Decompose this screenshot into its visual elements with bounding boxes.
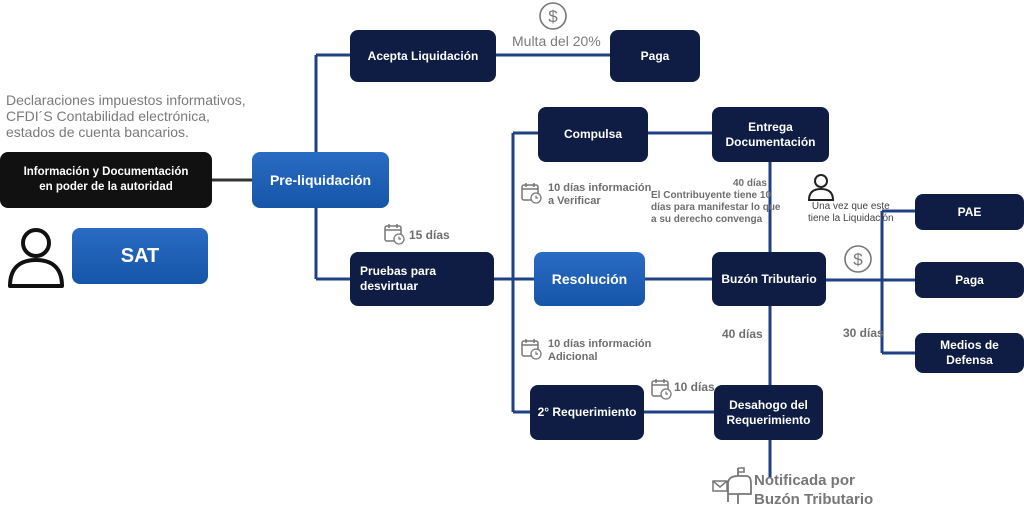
- resolucion-box: Resolución: [534, 252, 645, 306]
- compulsa-box: Compulsa: [538, 107, 648, 162]
- svg-text:$: $: [853, 250, 863, 269]
- calendar-icon: [384, 224, 405, 245]
- medios-defensa-box: Medios de Defensa: [915, 333, 1024, 373]
- pae-box: PAE: [915, 194, 1024, 230]
- pre-liquidacion-label: Pre-liquidación: [269, 171, 372, 188]
- multa-label: Multa del 20%: [512, 33, 601, 49]
- paga-top-box: Paga: [610, 30, 700, 82]
- pruebas-desvirtuar-label: Pruebas para desvirtuar: [360, 264, 437, 293]
- desahogo-requerimiento-label: Desahogo del Requerimiento: [726, 397, 811, 427]
- diez-dias-adicional-label: 10 días información Adicional: [548, 338, 652, 363]
- diez-dias-bottom-label: 10 días: [674, 380, 715, 394]
- calendar-icon: [651, 379, 672, 400]
- acepta-liquidacion-box: Acepta Liquidación: [350, 30, 496, 82]
- pre-liquidacion-box: Pre-liquidación: [252, 152, 389, 208]
- resolucion-label: Resolución: [551, 270, 628, 287]
- sat-box: SAT: [72, 228, 208, 284]
- buzon-tributario-box: Buzón Tributario: [712, 252, 826, 306]
- contribuyente-plazo-label: El Contribuyente tiene 10 días para mani…: [651, 190, 781, 225]
- desahogo-requerimiento-box: Desahogo del Requerimiento: [714, 385, 823, 440]
- paga-right-label: Paga: [955, 272, 984, 287]
- segundo-requerimiento-label: 2° Requerimiento: [537, 405, 637, 419]
- entrega-documentacion-box: Entrega Documentación: [712, 107, 829, 162]
- una-vez-liquidacion-label: Una vez que este tiene la Liquidación: [808, 201, 894, 224]
- info-documentacion-box: Información y Documentación en poder de …: [0, 152, 212, 208]
- info-documentacion-label: Información y Documentación en poder de …: [23, 166, 189, 193]
- svg-text:$: $: [548, 7, 558, 26]
- treinta-dias-label: 30 días: [843, 326, 884, 340]
- person-icon: [807, 174, 835, 201]
- calendar-icon: [521, 183, 542, 204]
- sat-label: SAT: [120, 244, 160, 267]
- mailbox-icon: [712, 467, 752, 504]
- acepta-liquidacion-label: Acepta Liquidación: [367, 48, 479, 63]
- compulsa-label: Compulsa: [563, 127, 622, 141]
- dollar-icon: $: [844, 245, 872, 273]
- pruebas-desvirtuar-box: Pruebas para desvirtuar: [350, 252, 494, 306]
- pae-label: PAE: [957, 204, 982, 219]
- calendar-icon: [521, 339, 542, 360]
- declaraciones-text: Declaraciones impuestos informativos, CF…: [6, 92, 246, 140]
- paga-top-label: Paga: [640, 48, 670, 63]
- notificada-buzon-label: Notificada por Buzón Tributario: [754, 472, 874, 508]
- buzon-tributario-label: Buzón Tributario: [721, 271, 817, 286]
- cuarenta-dias-top-label: 40 días: [733, 178, 767, 189]
- paga-right-box: Paga: [915, 262, 1024, 298]
- cuarenta-dias-mid-label: 40 días: [722, 327, 763, 341]
- medios-defensa-label: Medios de Defensa: [940, 338, 999, 367]
- segundo-requerimiento-box: 2° Requerimiento: [530, 385, 644, 440]
- diez-dias-verificar-label: 10 días información a Verificar: [548, 182, 652, 207]
- person-icon: [8, 228, 64, 288]
- dollar-icon: $: [539, 2, 567, 30]
- entrega-documentacion-label: Entrega Documentación: [725, 119, 816, 149]
- quince-dias-label: 15 días: [409, 228, 450, 242]
